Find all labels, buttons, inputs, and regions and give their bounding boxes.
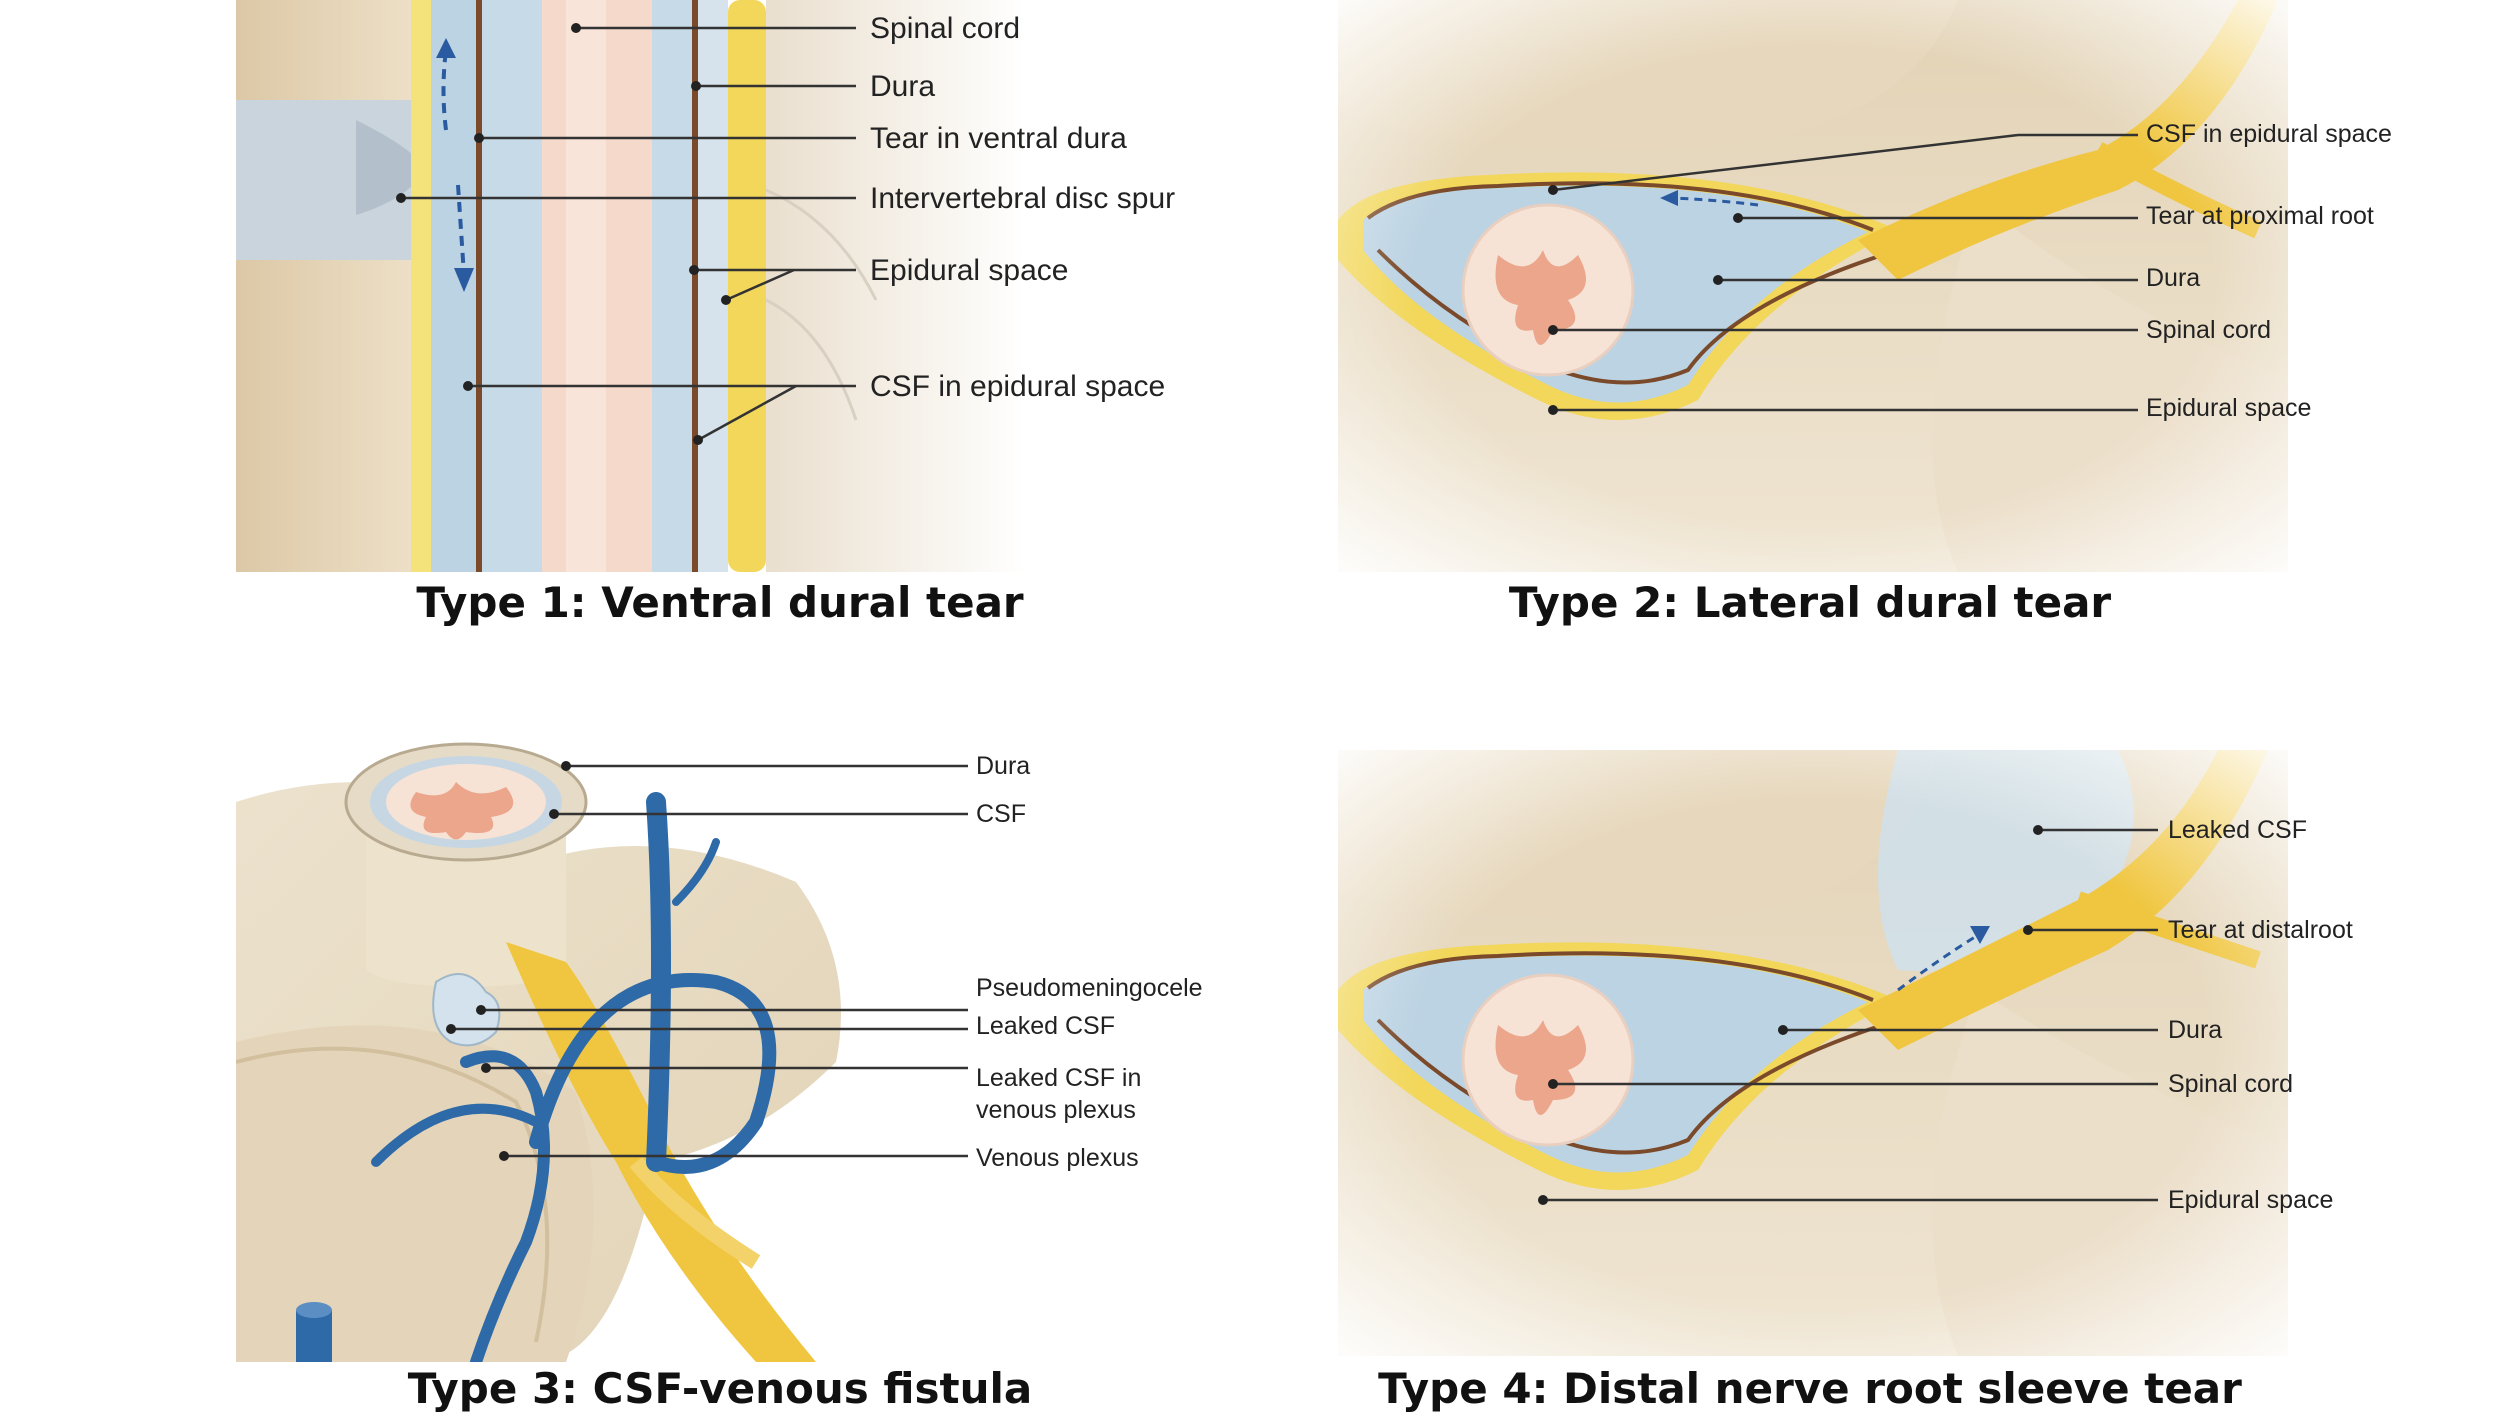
ventral-dura-line: [476, 0, 482, 572]
panel-2-caption: Type 2: Lateral dural tear: [1508, 578, 2112, 627]
panel-4-illustration: [1338, 750, 2288, 1356]
panel-1-illustration: [236, 0, 1026, 572]
panel-3-caption: Type 3: CSF-venous fistula: [407, 1364, 1033, 1413]
p2-label-spinal-cord: Spinal cord: [2146, 316, 2272, 344]
p3-label-csf: CSF: [976, 800, 1026, 828]
p4-label-spinal-cord: Spinal cord: [2168, 1070, 2294, 1098]
dorsal-dura-line: [692, 0, 698, 572]
p3-label-pseudomeningocele: Pseudomeningocele: [976, 974, 1203, 1002]
p4-label-tear-distal-root: Tear at distalroot: [2168, 916, 2353, 944]
p1-label-dura: Dura: [870, 70, 936, 103]
p3-label-leaked-csf: Leaked CSF: [976, 1012, 1115, 1040]
p1-label-spinal-cord: Spinal cord: [870, 12, 1021, 45]
p2-label-dura: Dura: [2146, 264, 2201, 292]
p4-label-leaked-csf: Leaked CSF: [2168, 816, 2307, 844]
p2-label-tear-proximal-root: Tear at proximal root: [2146, 202, 2374, 230]
p1-label-disc-spur: Intervertebral disc spur: [870, 182, 1176, 215]
panel-2-illustration: [1338, 0, 2288, 572]
p2-label-csf-epidural: CSF in epidural space: [2146, 120, 2392, 148]
p2-label-epidural-space: Epidural space: [2146, 394, 2312, 422]
panel-1-caption: Type 1: Ventral dural tear: [416, 578, 1024, 627]
p3-label-venous-plexus: Venous plexus: [976, 1144, 1139, 1172]
p3-label-dura: Dura: [976, 752, 1031, 780]
epidural-fat: [728, 0, 766, 572]
p1-label-csf-epidural: CSF in epidural space: [870, 370, 1166, 403]
p3-label-venous-plexus-line2: venous plexus: [976, 1096, 1136, 1124]
p1-label-epidural-space: Epidural space: [870, 254, 1069, 287]
panel-4-caption: Type 4: Distal nerve root sleeve tear: [1378, 1364, 2242, 1413]
p3-label-leaked-csf-in: Leaked CSF in: [976, 1064, 1142, 1092]
p4-label-dura: Dura: [2168, 1016, 2223, 1044]
p4-label-epidural-space: Epidural space: [2168, 1186, 2334, 1214]
p1-label-tear-ventral-dura: Tear in ventral dura: [870, 122, 1127, 155]
panel-3-illustration: [236, 742, 1236, 1362]
vertebral-body-upper: [236, 0, 411, 100]
vertebral-body-lower: [236, 260, 411, 572]
